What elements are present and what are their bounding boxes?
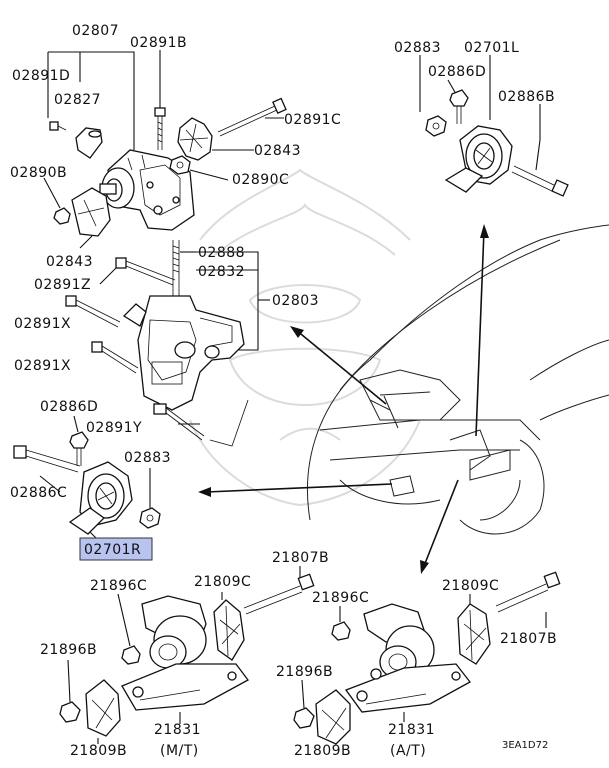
snubber-02843-top (177, 117, 254, 161)
label-21896C-at: 21896C (312, 590, 369, 606)
label-02891D: 02891D (12, 68, 70, 84)
label-02890C: 02890C (232, 172, 289, 188)
callout-arrows (198, 224, 489, 574)
label-02886C: 02886C (10, 485, 67, 501)
at-mount-body (344, 603, 471, 713)
nut-02890C (169, 155, 229, 181)
label-02891B: 02891B (130, 35, 187, 51)
label-21831-at: 21831 (388, 722, 435, 738)
label-02832: 02832 (198, 264, 245, 280)
damper-21809B-mt (85, 679, 121, 744)
label-21809C-mt: 21809C (194, 574, 251, 590)
highlight-02701R (79, 537, 153, 561)
nut-02883-right (425, 115, 447, 137)
mount-02701R-group (13, 415, 161, 561)
bolt-02886D-left (69, 415, 89, 466)
mount-02701L-body (444, 125, 513, 193)
label-02807: 02807 (72, 23, 119, 39)
label-02891Z: 02891Z (34, 277, 91, 293)
bolt-02886B (511, 165, 569, 197)
bolt-02891X-a (65, 295, 121, 328)
mount-02701R-body (68, 461, 133, 543)
snubber-02843-bottom (71, 187, 111, 249)
nut-21896B-at (293, 679, 315, 729)
label-mt: (M/T) (160, 743, 199, 759)
label-02886B: 02886B (498, 89, 555, 105)
label-at: (A/T) (390, 743, 426, 759)
bolt-02891X-b (91, 341, 139, 374)
label-21809B-mt: 21809B (70, 743, 127, 759)
labels: 02807 02891B 02891D 02827 02891C 02843 0… (10, 23, 557, 759)
bolt-21807B-at (495, 571, 561, 628)
mt-mount-body (121, 595, 249, 711)
label-02701L: 02701L (464, 40, 519, 56)
mount-02701L-group (419, 55, 569, 197)
diagram-code: 3EA1D72 (502, 740, 548, 751)
arrow-head-3 (198, 487, 211, 497)
trans-bracket-group (65, 240, 270, 447)
label-21809B-at: 21809B (294, 743, 351, 759)
car-outline (307, 224, 609, 535)
engine-mount-group (43, 50, 287, 249)
trans-bracket-body (122, 295, 245, 411)
label-02803: 02803 (272, 293, 319, 309)
mt-mount-group (59, 566, 315, 744)
label-02891X-b: 02891X (14, 358, 71, 374)
label-21896B-mt: 21896B (40, 642, 97, 658)
bolt-02891B (154, 107, 166, 150)
bolt-02891Y (153, 403, 205, 441)
label-02701R: 02701R (84, 542, 141, 558)
damper-21809C-at (457, 594, 491, 665)
label-02843-bottom: 02843 (46, 254, 93, 270)
bolt-02886D-right (449, 89, 469, 124)
screw-02891D (49, 121, 67, 131)
label-02883-left: 02883 (124, 450, 171, 466)
bolt-21807B-mt (243, 566, 315, 615)
label-21896C-mt: 21896C (90, 578, 147, 594)
nut-21896B-mt (59, 659, 81, 723)
label-21807B-at: 21807B (500, 631, 557, 647)
nut-21896C-mt (117, 593, 141, 665)
label-21807B-mt: 21807B (272, 550, 329, 566)
nut-02890B (43, 177, 71, 225)
label-02886D-right: 02886D (428, 64, 486, 80)
bolt-02891C (217, 97, 287, 137)
damper-21809B-at (315, 689, 351, 745)
nut-02883-left (139, 468, 161, 529)
at-mount-group (293, 571, 561, 745)
label-02886D-left: 02886D (40, 399, 98, 415)
label-02891X-a: 02891X (14, 316, 71, 332)
stud-02888 (172, 240, 196, 296)
cap-02827 (75, 127, 103, 159)
label-02891C: 02891C (284, 112, 341, 128)
label-02883-right: 02883 (394, 40, 441, 56)
bolt-02891Z (99, 257, 176, 286)
bolt-02886C (13, 445, 81, 493)
arrow-head-4 (420, 560, 429, 574)
arrow-head-1 (290, 326, 304, 338)
label-02891Y: 02891Y (86, 420, 142, 436)
label-02843-top: 02843 (254, 143, 301, 159)
label-02827: 02827 (54, 92, 101, 108)
label-21896B-at: 21896B (276, 664, 333, 680)
nut-21896C-at (331, 606, 351, 641)
watermark (189, 168, 421, 507)
arrow-head-2 (480, 224, 489, 238)
label-02890B: 02890B (10, 165, 67, 181)
label-21831-mt: 21831 (154, 722, 201, 738)
damper-21809C-mt (213, 592, 245, 661)
label-02888: 02888 (198, 245, 245, 261)
label-21809C-at: 21809C (442, 578, 499, 594)
